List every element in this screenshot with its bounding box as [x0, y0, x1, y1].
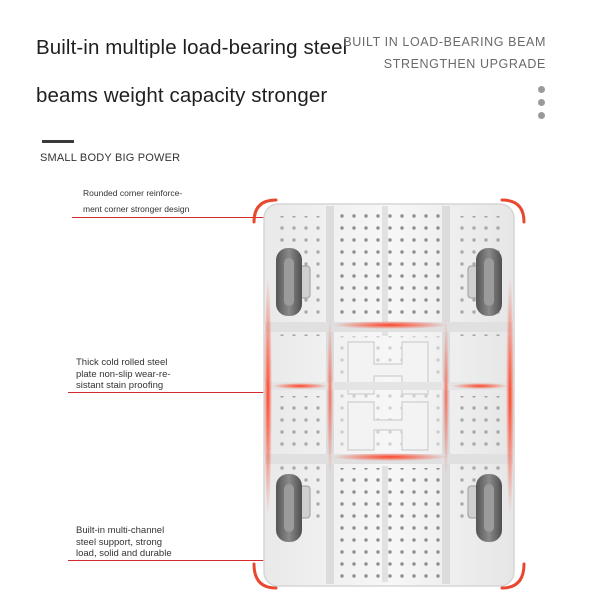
annotation-line: plate non-slip wear-re-: [76, 368, 171, 380]
corner-bracket: [500, 562, 526, 590]
highlight-glow: [506, 276, 514, 516]
highlight-glow: [452, 383, 508, 389]
more-options-icon[interactable]: [538, 86, 546, 125]
headline-line-2: beams weight capacity stronger: [36, 84, 328, 107]
annotation-support: Built-in multi-channel steel support, st…: [76, 525, 172, 560]
leader-line-corner: [72, 217, 264, 218]
annotation-line: ment corner stronger design: [83, 204, 190, 214]
steel-channel: [382, 206, 388, 336]
leader-line-plate: [68, 392, 264, 393]
corner-bracket: [252, 198, 278, 224]
highlight-glow: [264, 276, 272, 516]
corner-bracket: [252, 562, 278, 590]
highlight-glow: [327, 316, 333, 476]
caster-wheel-top-right: [467, 248, 502, 316]
highlight-glow: [272, 383, 328, 389]
caster-wheel-top-left: [276, 248, 311, 316]
annotation-line: steel support, strong: [76, 536, 163, 548]
dot: [538, 112, 545, 119]
corner-bracket: [500, 198, 526, 224]
trolley-underside-illustration: [252, 198, 526, 590]
right-caption-line-1: BUILT IN LOAD-BEARING BEAM: [343, 35, 546, 49]
caster-wheel-bottom-left: [276, 474, 311, 542]
highlight-glow: [332, 453, 448, 461]
dot: [538, 99, 545, 106]
steel-beam: [264, 382, 514, 390]
annotation-corner: Rounded corner reinforce- ment corner st…: [83, 185, 189, 217]
section-title: SMALL BODY BIG POWER: [40, 152, 181, 164]
annotation-line: Rounded corner reinforce-: [83, 188, 183, 198]
center-cross-beam: [347, 401, 429, 451]
headline-line-1: Built-in multiple load-bearing steel: [36, 36, 348, 59]
right-caption-line-2: STRENGTHEN UPGRADE: [383, 57, 546, 71]
center-cross-beam: [347, 341, 429, 395]
annotation-line: sistant stain proofing: [76, 380, 164, 391]
highlight-glow: [443, 316, 449, 476]
annotation-line: Built-in multi-channel: [76, 525, 165, 536]
annotation-plate: Thick cold rolled steel plate non-slip w…: [76, 357, 171, 392]
title-rule: [42, 140, 74, 143]
leader-line-support: [68, 560, 264, 561]
dot: [538, 86, 545, 93]
caster-wheel-bottom-right: [467, 474, 502, 542]
annotation-line: load, solid and durable: [76, 548, 172, 559]
highlight-glow: [332, 321, 448, 329]
annotation-line: Thick cold rolled steel: [76, 357, 168, 368]
steel-channel: [382, 466, 388, 582]
